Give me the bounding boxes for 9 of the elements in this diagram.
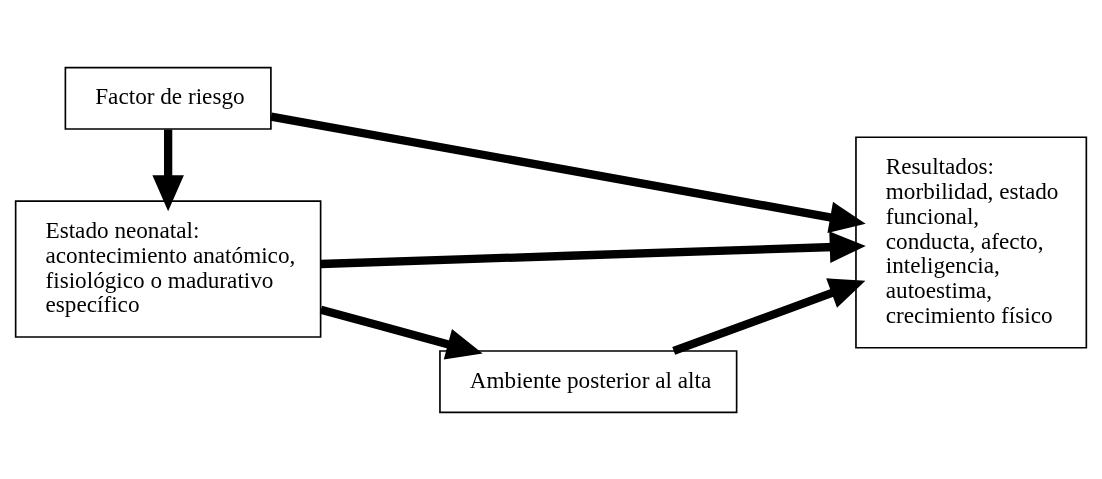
arrow — [672, 277, 866, 355]
arrow — [152, 129, 184, 211]
node-box: Ambiente posterior al alta — [439, 349, 738, 413]
arrow — [270, 112, 866, 233]
node-box: Resultados: morbilidad, estado funcional, conducta, afecto, inteligencia, autoestima, crecimiento físico — [855, 135, 1088, 349]
arrow — [319, 305, 483, 359]
node-box: Estado neonatal: acontecimiento anatómico, fisiológico o madurativo específico — [14, 199, 322, 338]
arrow — [320, 230, 866, 268]
node-box: Factor de riesgo — [64, 66, 272, 130]
